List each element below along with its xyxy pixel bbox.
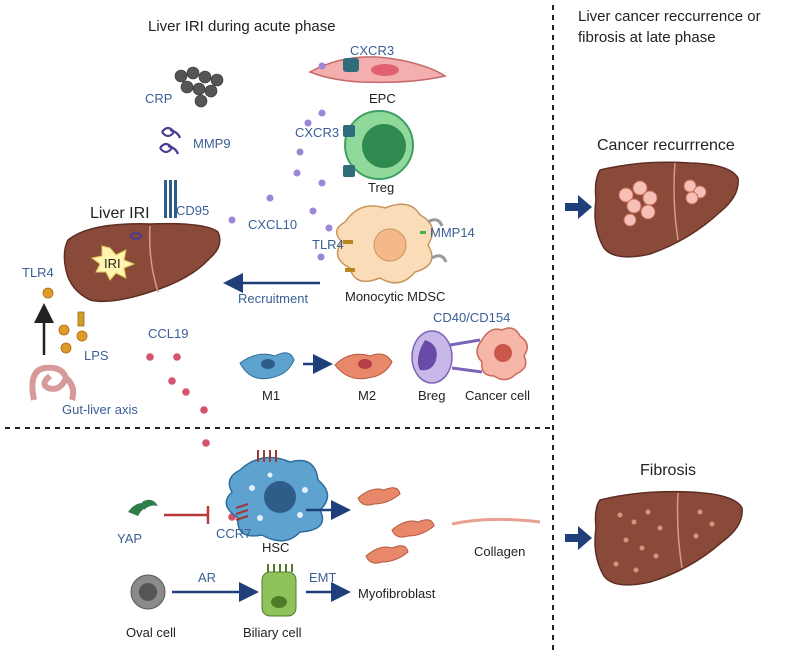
treg-cell-icon [343,110,414,180]
myofibroblast-icons [357,487,435,564]
oval-cell-label: Oval cell [126,625,176,640]
m2-label: M2 [358,388,376,403]
liver-iri-icon [63,222,221,303]
lps-icon [42,287,88,354]
crp-label: CRP [145,91,172,106]
mdsc-cell-icon [336,203,448,284]
cd40-cd154-link-icon [449,338,483,374]
late-phase-heading-line1: Liver cancer reccurrence or [578,8,761,25]
cancer-arrow [565,195,592,219]
epc-cell-icon [308,56,447,84]
tlr4-mdsc-label: TLR4 [312,237,344,252]
fibrosis-heading: Fibrosis [640,462,696,479]
hsc-label: HSC [262,540,289,555]
mmp14-label: MMP14 [430,225,475,240]
ccr7-label: CCR7 [216,526,251,541]
iri-label: IRI [104,256,121,271]
biliary-cell-icon [261,564,297,617]
cxcr3-epc-label: CXCR3 [350,43,394,58]
liver-iri-label: Liver IRI [90,205,150,222]
collagen-label: Collagen [474,544,525,559]
late-phase-heading-line2: fibrosis at late phase [578,29,716,46]
m1-macrophage-icon [239,352,295,380]
yap-label: YAP [117,531,142,546]
oval-cell-icon [130,574,166,610]
cancer-cell-icon [476,327,528,381]
cxcr3-treg-label: CXCR3 [295,125,339,140]
yap-icon [128,499,158,516]
biliary-cell-label: Biliary cell [243,625,302,640]
gut-liver-axis-label: Gut-liver axis [62,402,138,417]
hsc-cell-icon [225,450,329,542]
lps-label: LPS [84,348,109,363]
treg-label: Treg [368,180,394,195]
ccl19-label: CCL19 [148,326,188,341]
cxcl10-chemokines [228,62,333,261]
monocytic-mdsc-label: Monocytic MDSC [345,289,445,304]
cancer-recurrence-heading: Cancer recurrrence [597,137,735,154]
collagen-fiber-icon [451,517,541,526]
ar-label: AR [198,570,216,585]
cancer-liver-icon [594,161,739,258]
breg-cell-icon [411,330,453,384]
myofibroblast-label: Myofibroblast [358,586,436,601]
m1-label: M1 [262,388,280,403]
acute-phase-heading: Liver IRI during acute phase [148,18,336,35]
gut-icon [29,364,77,401]
emt-label: EMT [309,570,337,585]
m2-macrophage-icon [334,353,393,380]
cancer-cell-label: Cancer cell [465,388,530,403]
recruitment-label: Recruitment [238,291,308,306]
cxcl10-label: CXCL10 [248,217,297,232]
breg-label: Breg [418,388,445,403]
epc-label: EPC [369,91,396,106]
tlr4-liver-label: TLR4 [22,265,54,280]
mmp9-label: MMP9 [193,136,231,151]
crp-icon [174,66,224,108]
ccl19-chemokines [146,353,236,521]
fibrosis-liver-icon [594,490,743,586]
cd95-label: CD95 [176,203,209,218]
fibrosis-arrow [565,526,592,550]
mmp9-icon [159,126,182,155]
cd40-cd154-label: CD40/CD154 [433,310,510,325]
